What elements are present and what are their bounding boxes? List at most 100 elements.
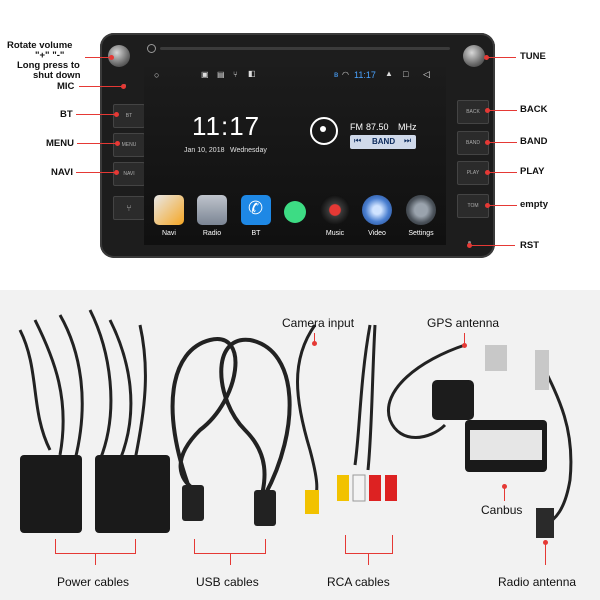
android-app-icon[interactable] [284,201,306,223]
weekday-text: Wednesday [230,147,267,154]
settings-app-label: Settings [408,230,434,237]
play-side-button-label: PLAY [466,170,480,176]
power-bracket-left [55,539,56,553]
camera-input-dot [312,341,317,346]
date-text: Jan 10, 2018 [184,147,225,154]
callout-back: BACK [520,104,548,115]
rca-yellow [337,475,349,501]
usb-side-port[interactable]: ⑂ [113,196,145,220]
rca-bracket-left [345,535,346,553]
rca-cables [296,324,397,514]
callout-line-volume [85,57,111,58]
callout-dot-bt [114,112,119,117]
rst-hole[interactable] [468,241,471,244]
back-side-button-label: BACK [466,109,480,115]
head-unit-screen[interactable]: ○ ▣ ▤ ⑂ ◧ ʙ ◠ 11:17 ▲ □ ◁ 11:17 Jan 10, … [144,67,446,245]
callout-long-press: Long press to [17,60,80,71]
eject-icon[interactable]: ▲ [385,69,393,78]
callout-dot-empty [485,203,490,208]
callout-dot-mic [121,84,126,89]
camera-input-callout: Camera input [282,316,354,330]
phone-icon: ✆ [248,198,264,218]
video-app-icon[interactable] [362,195,392,225]
navi-app-icon[interactable] [154,195,184,225]
usb-bracket-stem [230,553,231,565]
canbus-label-text: Canbus [481,503,523,517]
band-side-button-label: BAND [466,140,480,146]
tom-side-button-label: TOM [467,203,479,209]
tune-knob[interactable] [463,45,485,67]
callout-rotate-volume-line1: Rotate volume [7,40,73,51]
navi-side-button[interactable]: NAVI [113,162,145,186]
callout-rotate-volume-line2: "+" "-" [35,50,65,61]
power-cables-label: Power cables [57,575,130,589]
bt-app-icon[interactable] [241,195,271,225]
navi-side-button-label: NAVI [123,171,135,177]
radio-antenna-dot [543,540,548,545]
callout-mic: MIC [57,81,75,92]
gps-antenna [387,343,507,439]
radio-icon[interactable] [310,117,338,145]
radio-antenna-end [536,508,554,538]
callout-shut-down: shut down [33,70,81,81]
menu-side-button-label: MENU [121,142,137,148]
recent-apps-icon[interactable]: □ [403,69,409,79]
camera-input-label: Camera input [282,316,355,330]
power-icon[interactable] [147,44,156,53]
music-app-icon[interactable] [320,195,350,225]
callout-line-band [489,142,517,143]
status-time: 11:17 [354,70,376,80]
prev-icon[interactable]: ⏮ [354,136,362,145]
back-nav-icon[interactable]: ◁ [423,69,430,79]
callout-rotate-volume: Rotate volume "+" "-" Long press to shut… [7,41,87,81]
bluetooth-icon: ʙ [334,70,339,79]
callout-line-rst [471,245,515,246]
camera-rca-plug [305,490,319,514]
callout-bt: BT [60,109,73,120]
usb-bracket-right [265,539,266,553]
volume-knob[interactable] [108,45,130,67]
rca-cables-label: RCA cables [327,575,390,589]
settings-app-icon[interactable] [406,195,436,225]
usb-plug-2 [254,490,276,526]
play-side-button[interactable]: PLAY [457,161,489,185]
radio-antenna-plug [535,350,549,390]
wifi-icon: ◠ [342,70,349,79]
band-side-button[interactable]: BAND [457,131,489,155]
canbus-label [470,430,542,460]
usb-cables [170,337,292,526]
android-icon: ◧ [248,69,256,78]
gps-antenna-label: GPS antenna [427,316,500,330]
video-app-label: Video [368,230,386,237]
gps-antenna-callout: GPS antenna [427,316,499,330]
rca-red [369,475,381,501]
callout-band: BAND [520,136,548,147]
navi-app-label: Navi [161,230,176,237]
band-button-label[interactable]: BAND [372,137,396,146]
back-side-button[interactable]: BACK [457,100,489,124]
callout-line-navi [76,172,116,173]
gps-puck [432,380,474,420]
status-bar: ○ ▣ ▤ ⑂ ◧ ʙ ◠ 11:17 ▲ □ ◁ [144,67,446,83]
callout-play: PLAY [520,166,545,177]
usb-bracket-left [194,539,195,553]
cd-slot [160,47,450,50]
radio-app-icon[interactable] [197,195,227,225]
sd-icon: ▤ [217,70,225,79]
home-icon[interactable]: ○ [154,70,160,80]
bt-app-label: BT [251,230,261,237]
usb-plug-1 [182,485,204,521]
rca-bracket-stem [368,553,369,565]
rca-bracket-right [392,535,393,553]
callout-dot-navi [114,170,119,175]
usb-cables-label: USB cables [196,575,259,589]
gps-connector [485,345,507,371]
band-control[interactable]: ⏮ BAND ⏭ [350,135,416,149]
callout-menu: MENU [46,138,74,149]
power-connector-right [95,455,170,533]
frequency-unit: MHz [398,122,417,132]
callout-dot-volume [109,55,114,60]
callout-dot-tune [484,55,489,60]
callout-line-back [489,110,517,111]
next-icon[interactable]: ⏭ [404,136,412,145]
